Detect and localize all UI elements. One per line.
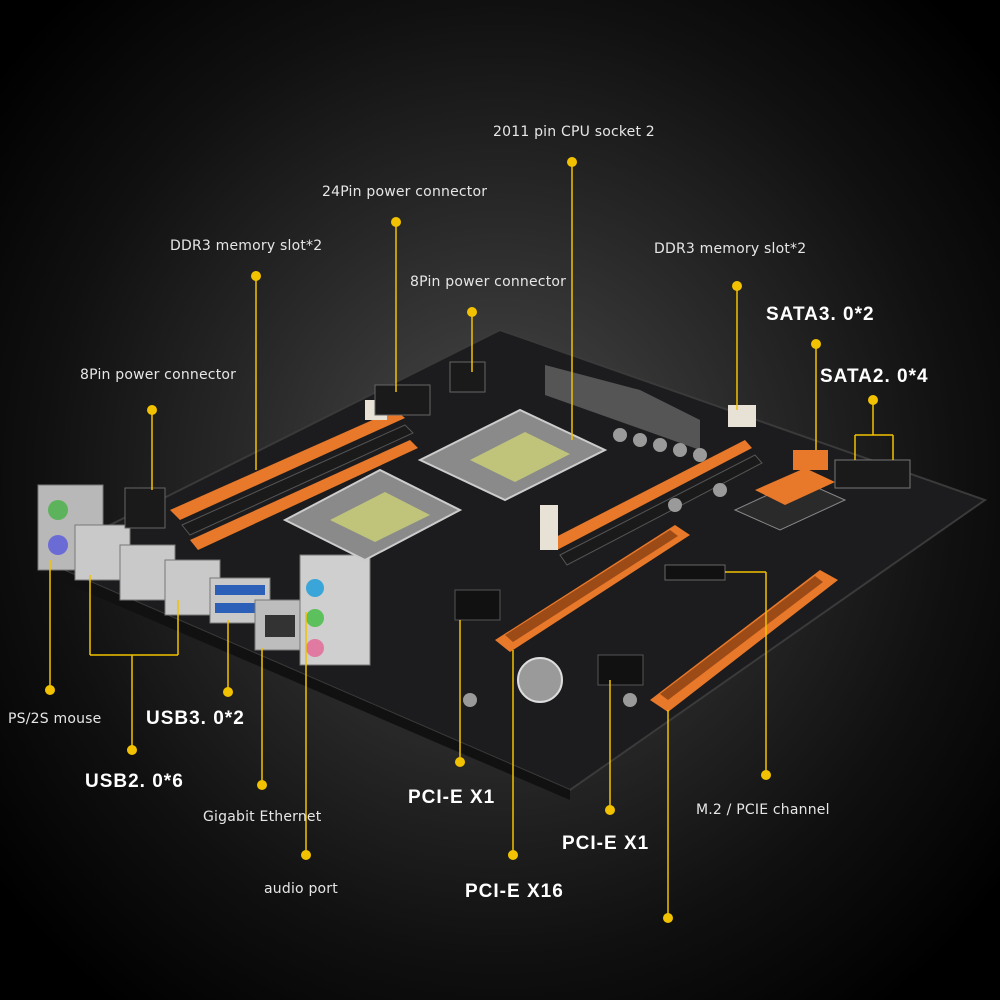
label-sata3: SATA3. 0*2 bbox=[766, 304, 875, 325]
label-usb2: USB2. 0*6 bbox=[85, 771, 184, 792]
label-ps2-mouse: PS/2S mouse bbox=[8, 711, 102, 727]
capacitors bbox=[463, 428, 727, 707]
power-8pin-top-connector bbox=[449, 361, 486, 393]
label-pcie-x16: PCI-E X16 bbox=[465, 881, 564, 902]
label-pcie-x1-right: PCI-E X1 bbox=[562, 833, 650, 854]
ddr3-slots-left bbox=[170, 400, 418, 550]
callout-dots bbox=[45, 157, 878, 923]
pcie-x1-slot-left bbox=[454, 589, 501, 621]
label-ddr3-right: DDR3 memory slot*2 bbox=[654, 241, 807, 257]
label-sata2: SATA2. 0*4 bbox=[820, 366, 929, 387]
rear-io bbox=[37, 484, 371, 666]
sata2-ports bbox=[834, 459, 911, 489]
pcie-x16-slot-2 bbox=[650, 570, 838, 712]
sata3-ports bbox=[793, 450, 828, 470]
pcb-edge bbox=[40, 560, 570, 800]
pcie-x1-slot-right bbox=[597, 654, 644, 686]
cpu-socket-1 bbox=[282, 468, 463, 562]
label-8pin-power-top: 8Pin power connector bbox=[410, 274, 567, 290]
vrm-heatsink bbox=[545, 365, 700, 450]
label-usb3: USB3. 0*2 bbox=[146, 708, 245, 729]
power-8pin-left-connector bbox=[124, 487, 166, 529]
power-24pin-connector bbox=[374, 384, 431, 416]
label-gigabit-ethernet: Gigabit Ethernet bbox=[203, 809, 322, 825]
callout-lines bbox=[49, 162, 894, 918]
label-pcie-x1-left: PCI-E X1 bbox=[408, 787, 496, 808]
pcie-x16-slot-1 bbox=[495, 525, 690, 652]
label-m2-pcie: M.2 / PCIE channel bbox=[696, 802, 830, 818]
label-24pin-power: 24Pin power connector bbox=[322, 184, 488, 200]
ddr3-slots-right bbox=[540, 405, 763, 566]
label-audio-port: audio port bbox=[264, 881, 338, 897]
m2-slot bbox=[664, 564, 726, 581]
cmos-battery bbox=[517, 657, 563, 703]
label-8pin-power-left: 8Pin power connector bbox=[80, 367, 237, 383]
label-ddr3-left: DDR3 memory slot*2 bbox=[170, 238, 323, 254]
label-cpu-socket-2: 2011 pin CPU socket 2 bbox=[493, 124, 655, 140]
cpu-socket-2 bbox=[417, 408, 608, 502]
